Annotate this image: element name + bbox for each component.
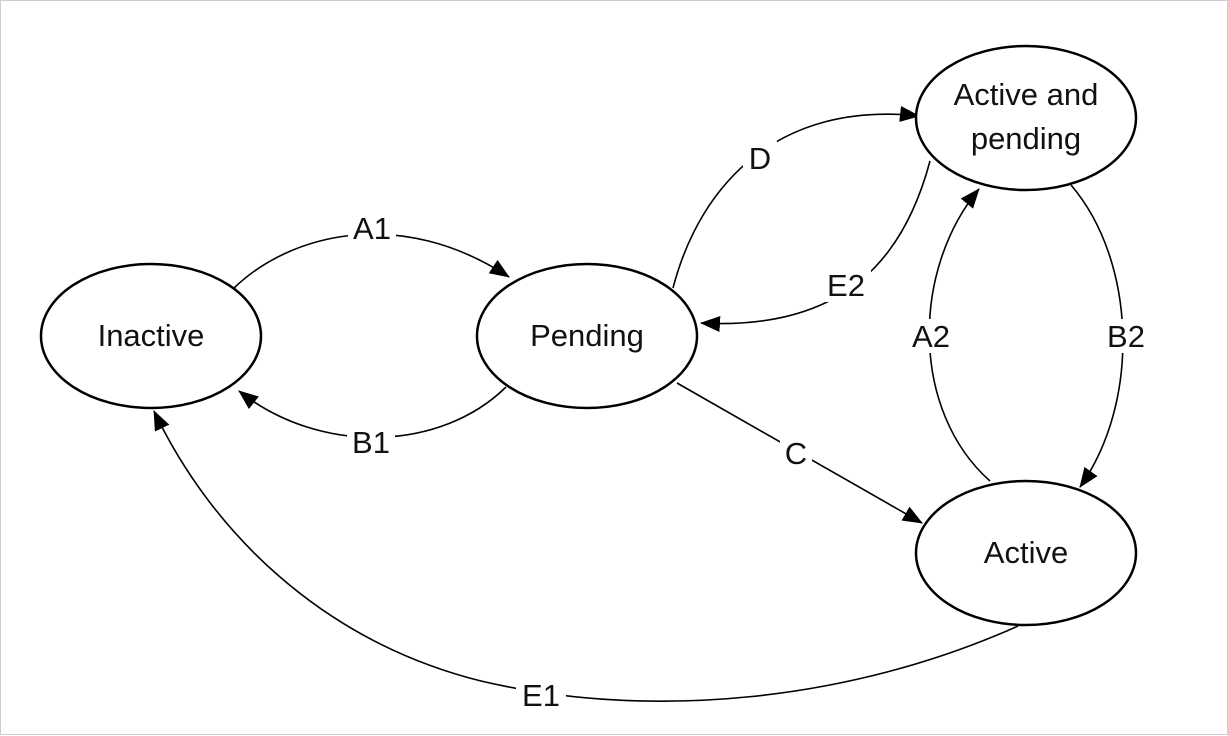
edge-label-b1: B1 [347, 425, 395, 460]
node-active-and-pending-label-line1: Active and [954, 77, 1099, 112]
edge-label-b1-text: B1 [352, 425, 390, 460]
node-pending: Pending [475, 262, 699, 410]
edge-label-d-text: D [749, 141, 771, 176]
node-active-and-pending: Active and pending [914, 44, 1138, 192]
edge-label-c-text: C [785, 436, 807, 471]
edge-label-e2: E2 [821, 268, 871, 303]
node-active: Active [914, 479, 1138, 627]
edge-label-a1-text: A1 [353, 211, 391, 246]
node-pending-label: Pending [530, 318, 644, 353]
node-inactive-label: Inactive [98, 318, 205, 353]
edge-label-e1-text: E1 [522, 678, 560, 713]
edge-e1 [153, 410, 1019, 702]
edge-d [672, 106, 920, 289]
edge-label-e2-text: E2 [827, 268, 865, 303]
edge-label-c: C [780, 436, 812, 471]
edge-label-b2: B2 [1101, 319, 1151, 354]
edge-label-d: D [743, 141, 777, 176]
edge-label-a2-text: A2 [912, 319, 950, 354]
edge-label-e1: E1 [516, 678, 566, 713]
node-active-and-pending-label-line2: pending [971, 121, 1081, 156]
edge-label-a2: A2 [906, 319, 956, 354]
node-active-label: Active [984, 535, 1068, 570]
edge-label-b2-text: B2 [1107, 319, 1145, 354]
edge-label-a1: A1 [348, 211, 396, 246]
edge-e2 [700, 160, 931, 332]
node-inactive: Inactive [39, 262, 263, 410]
